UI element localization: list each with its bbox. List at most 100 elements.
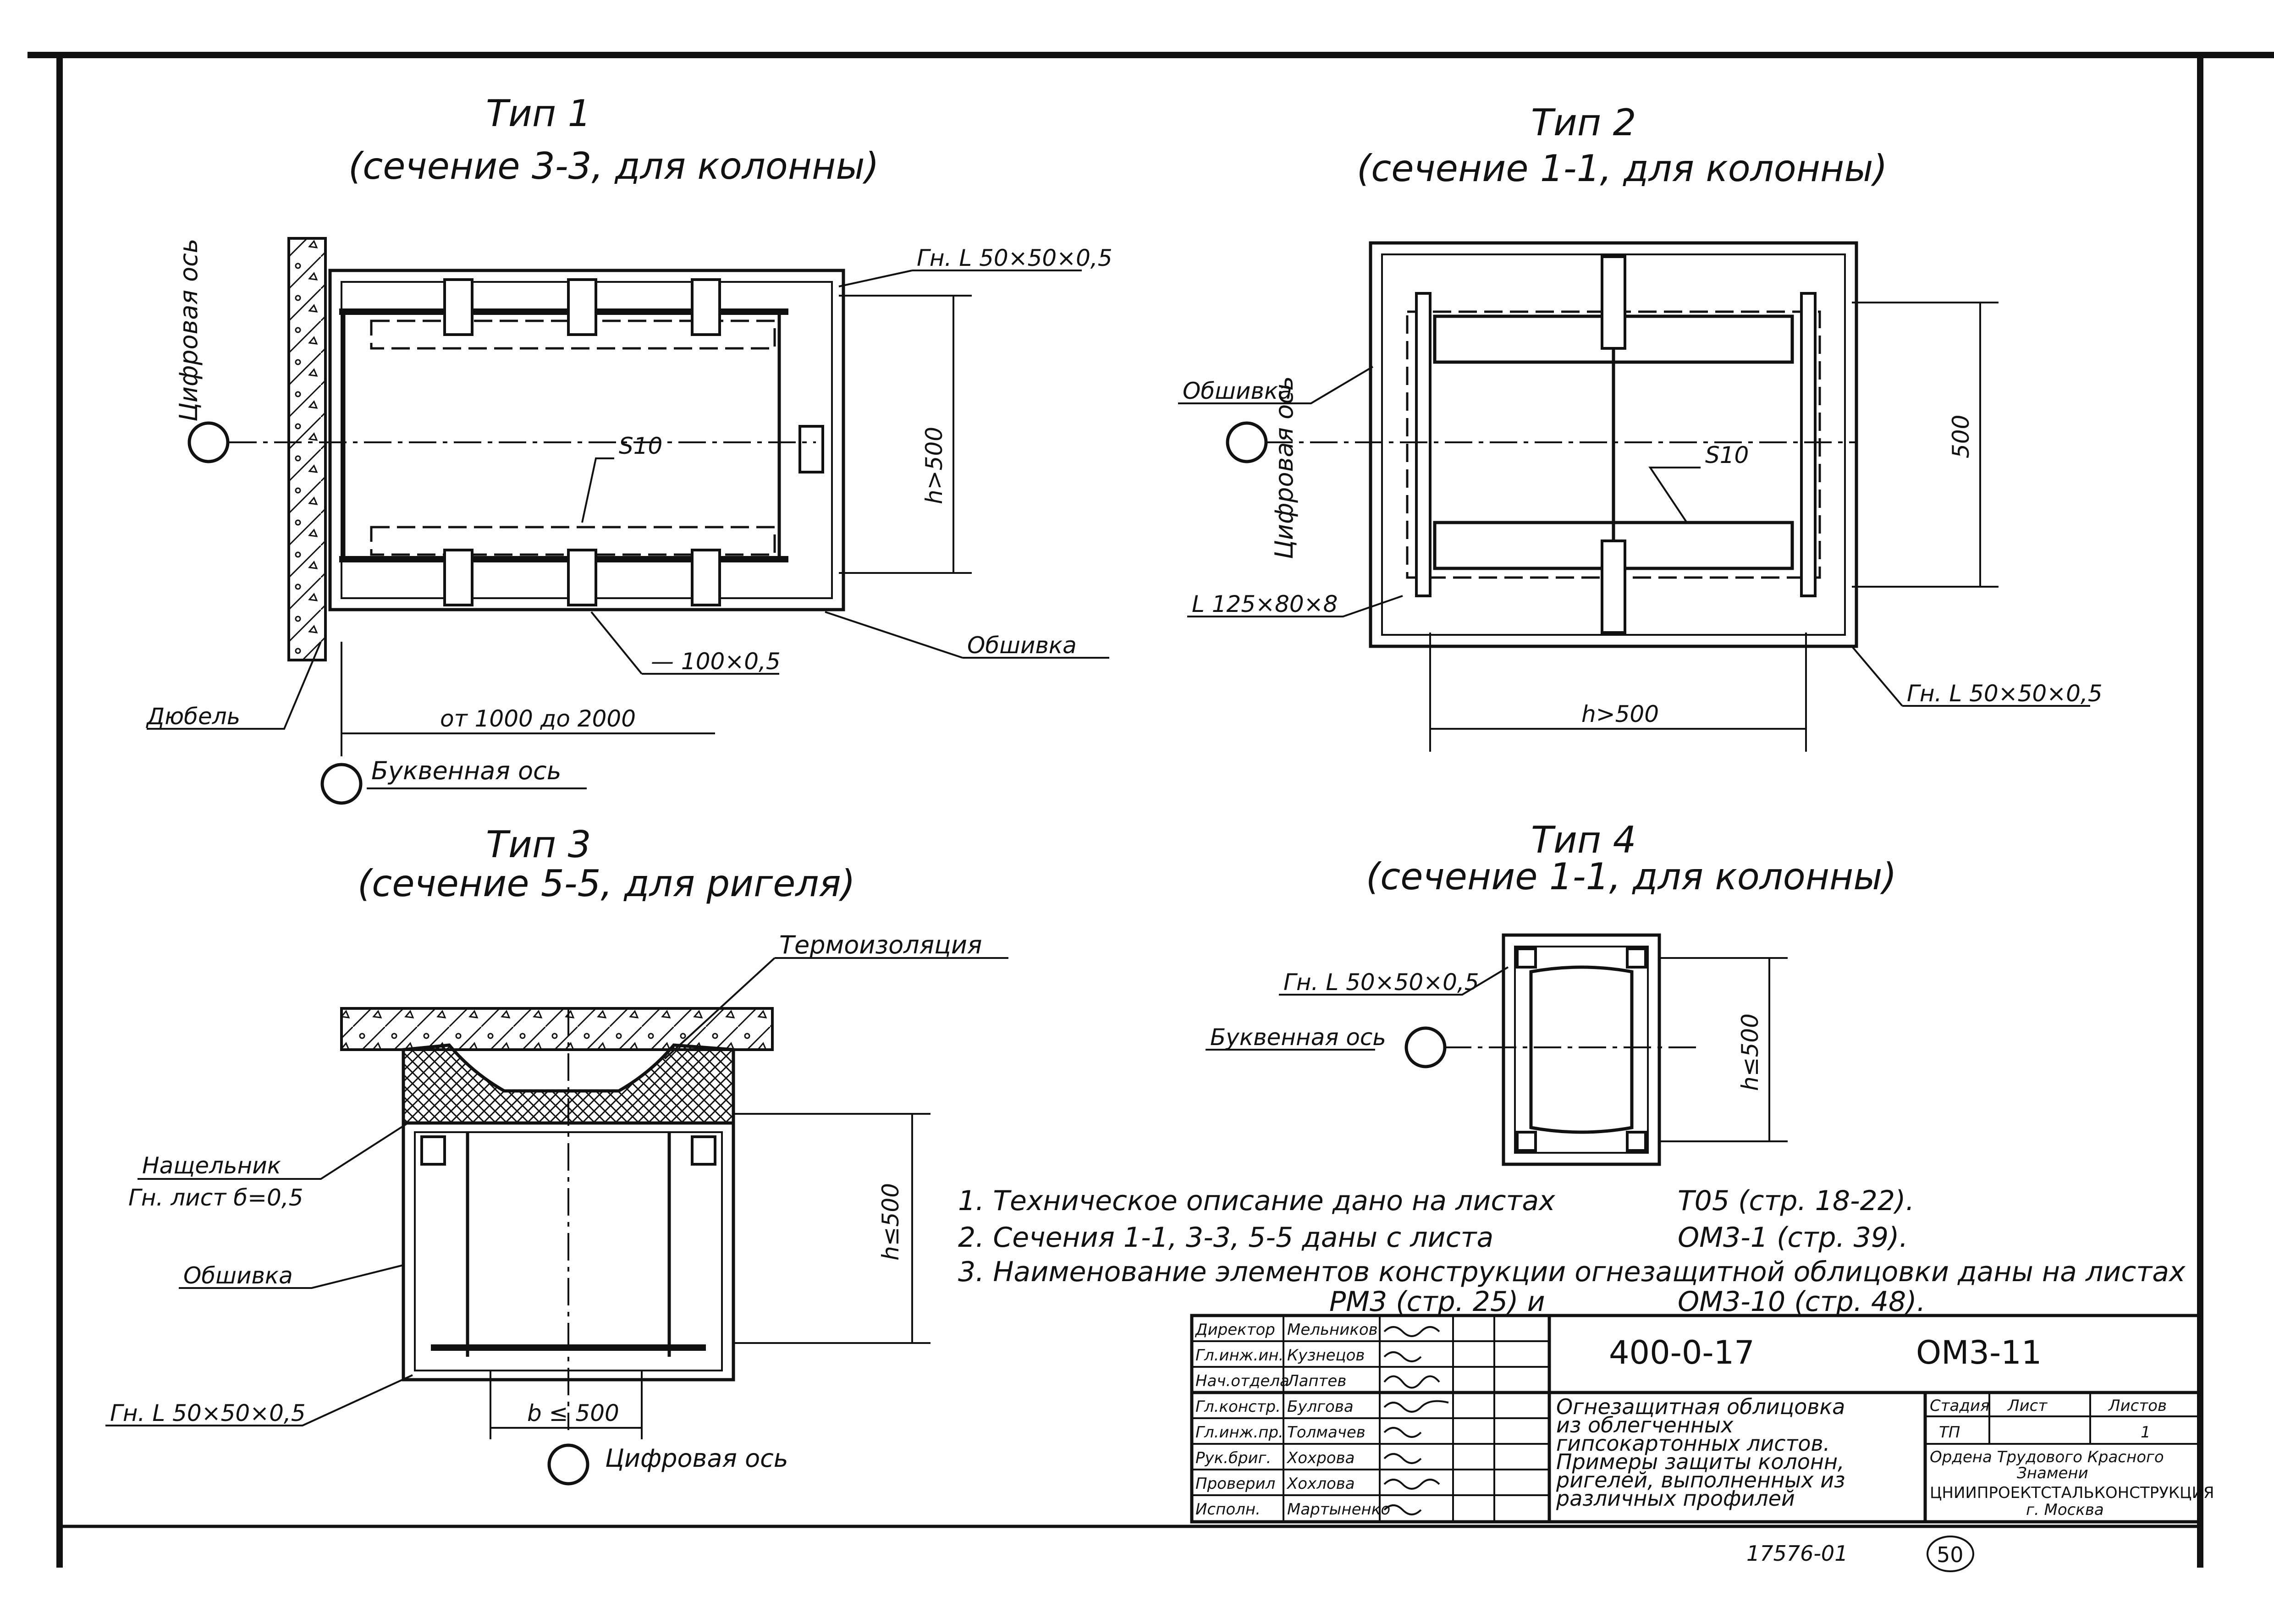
type3-cladding-label: Обшивка [183,1262,293,1289]
tb-sheet-code: ОМ3-11 [1916,1334,2042,1371]
type3-insulation-label: Термоизоляция [779,930,982,959]
type2-angle-big-label: L 125×80×8 [1192,591,1338,617]
type1-subtitle: (сечение 3-3, для колонны) [348,145,879,187]
type1-clip-bottom-3 [691,549,721,606]
signature-6 [1383,1479,1440,1490]
type1-clip-side [798,425,824,473]
tb-desc-3: Примеры защиты колонн, [1556,1449,1845,1474]
tb-col-sheet: Лист [2007,1397,2048,1415]
tb-sheets: 1 [2141,1423,2151,1442]
section-type4: Тип 4 (сечение 1-1, для колонны) Буквенн… [1206,819,1897,1166]
type4-dim-h: h≤500 [1737,1013,1763,1091]
tb-desc-4: ригелей, выполненных из [1556,1468,1845,1492]
type2-angle-left [1415,292,1432,597]
note-3-ref-a: РМ3 (стр. 25) и [1329,1286,1545,1318]
type3-flashing-sheet-label: Гн. лист б=0,5 [128,1184,303,1211]
type2-angle-big-leader [1187,595,1403,617]
tb-desc-2: гипсокартонных листов. [1556,1431,1830,1456]
type4-clip-br [1626,1131,1647,1152]
type1-clip-top-3 [691,278,721,336]
type4-clip-bl [1516,1131,1537,1152]
note-2: 2. Сечения 1-1, 3-3, 5-5 даны с листа [958,1222,1493,1254]
type2-digital-axis-marker [1226,421,1268,463]
type3-flashing-label: Нащельник [142,1152,281,1179]
type3-digital-axis-label: Цифровая ось [605,1444,788,1473]
note-1: 1. Техническое описание дано на листах [958,1185,1555,1217]
note-3-ref-b: ОМ3-10 (стр. 48). [1678,1286,1926,1318]
type2-digital-axis-label: Цифровая ось [1270,376,1299,559]
type1-digital-axis-label: Цифровая ось [174,238,203,422]
type1-dowel-label: Дюбель [146,703,240,730]
signature-4 [1383,1427,1422,1438]
type4-clip-tr [1626,947,1647,969]
tb-name-0: Мельников [1287,1321,1378,1339]
type1-letter-axis-label: Буквенная ось [371,756,562,785]
type2-title: Тип 2 [1531,101,1636,144]
tb-role-4: Гл.инж.пр. [1195,1423,1283,1442]
type1-clip-bottom-2 [567,549,597,606]
title-block: Директор Гл.инж.ин. Нач.отдела Гл.констр… [1190,1314,2214,1524]
type3-slab [340,1007,774,1051]
type2-s10-label: S10 [1705,442,1749,468]
type1-web [342,312,781,559]
type1-title: Тип 1 [486,92,591,135]
type1-digital-axis-marker [187,421,230,463]
tb-org-1: Ордена Трудового Красного [1930,1448,2164,1466]
tb-name-7: Мартыненко [1287,1500,1390,1519]
type2-cladding-label: Обшивка [1183,378,1292,404]
type3-channels [466,1132,671,1357]
type4-clip-tl [1516,947,1537,969]
type3-clip-left [420,1135,446,1166]
type2-clip-bottom [1601,539,1626,634]
type1-clip-top-1 [443,278,474,336]
signature-7 [1383,1504,1422,1515]
tb-name-5: Хохрова [1286,1449,1354,1467]
tb-role-3: Гл.констр. [1195,1398,1281,1416]
type4-angle-label: Гн. L 50×50×0,5 [1283,969,1479,996]
type1-s10-label: S10 [619,433,662,459]
type1-angle-leader [838,270,1082,287]
tb-name-6: Хохлова [1286,1475,1355,1493]
tb-role-2: Нач.отдела [1195,1372,1289,1390]
type1-wall [287,237,327,661]
type1-dim-width: от 1000 до 2000 [440,705,636,732]
type1-dim-h: h>500 [921,427,947,504]
type3-dim-b: b ≤ 500 [527,1400,619,1426]
section-type2: Тип 2 (сечение 1-1, для колонны) Цифрова… [1178,101,2103,752]
type3-insulation-leader [664,957,1008,1060]
tb-role-1: Гл.инж.ин. [1195,1346,1283,1365]
type1-strip-leader [590,611,779,675]
type2-dim-500: 500 [1948,415,1974,458]
type2-angle-right [1800,292,1817,597]
type1-angle-label: Гн. L 50×50×0,5 [917,245,1112,271]
tb-role-5: Рук.бриг. [1195,1449,1271,1467]
type4-profile [1529,965,1634,1134]
type2-clip-top [1601,255,1626,350]
type4-outer-cladding [1502,933,1661,1166]
type1-clip-bottom-1 [443,549,474,606]
type2-subtitle: (сечение 1-1, для колонны) [1357,147,1888,190]
signature-5 [1383,1453,1422,1464]
type2-dim-h: h>500 [1581,701,1659,727]
tb-desc-0: Огнезащитная облицовка [1556,1394,1845,1419]
type4-letter-axis-label: Буквенная ось [1210,1024,1386,1051]
note-3: 3. Наименование элементов конструкции ог… [958,1256,2186,1288]
tb-org-3: ЦНИИПРОЕКТСТАЛЬКОНСТРУКЦИЯ [1930,1484,2214,1502]
tb-name-4: Толмачев [1287,1423,1366,1442]
type2-angle-leader [1851,645,2090,707]
tb-stage: ТП [1939,1423,1960,1442]
type1-s10-leader [581,457,614,523]
type2-inner-cladding [1381,253,1846,636]
type4-letter-axis-marker [1404,1026,1447,1068]
section-type3: Тип 3 (сечение 5-5, для ригеля) Цифровая… [105,823,1008,1486]
type2-s10-leader [1648,467,1701,523]
signature-0 [1383,1326,1440,1337]
type3-cladding-leader [179,1264,404,1289]
type1-letter-axis-marker [320,763,363,805]
inventory-number: 17576-01 [1746,1541,1848,1566]
type1-cladding-leader [825,611,1109,659]
type3-angle-label: Гн. L 50×50×0,5 [110,1400,306,1426]
tb-name-2: Лаптев [1286,1372,1346,1390]
tb-signatures [1383,1326,1449,1515]
